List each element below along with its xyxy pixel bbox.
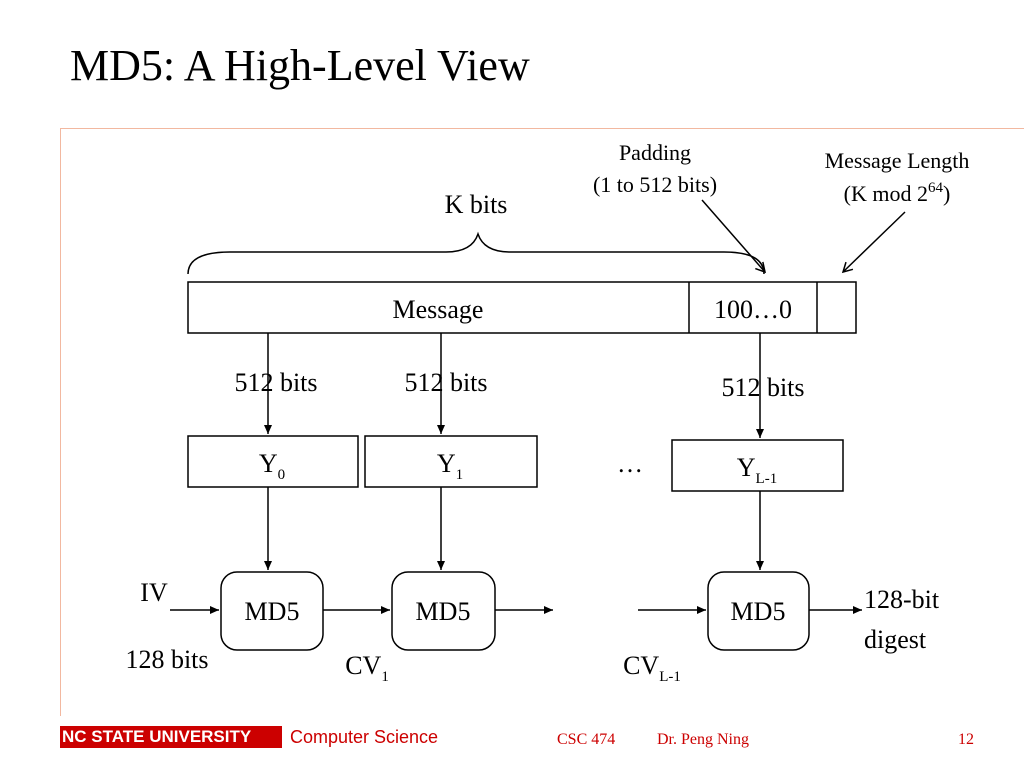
md5-box-0 [220,571,324,651]
k-bits-label: K bits [445,190,508,219]
digest-label-line2: digest [864,625,927,654]
cv1-label: CV1 [345,651,389,685]
message-length-formula: (K mod 264) [844,180,951,206]
block-last-size-label: 512 bits [721,373,804,402]
message-length-label: Message Length [825,148,970,173]
block-y0-label: Y0 [259,449,285,483]
top-divider [60,128,1024,129]
md5-box-last [707,571,810,651]
author-label: Dr. Peng Ning [657,731,749,748]
block-1-size-label: 512 bits [404,368,487,397]
block-y0 [187,435,359,488]
padding-label: Padding [619,140,691,165]
department-label: Computer Science [290,727,439,747]
digest-label-line1: 128-bit [864,585,940,614]
course-label: CSC 474 [557,731,616,748]
md5-box-1 [391,571,496,651]
iv-label: IV [140,578,168,607]
left-divider [60,128,61,716]
block-0-size-label: 512 bits [234,368,317,397]
blocks-ellipsis: … [617,449,643,478]
message-bar [187,281,857,334]
padding-range-label: (1 to 512 bits) [593,172,717,197]
k-bits-brace [187,231,765,275]
university-logo: NC STATE UNIVERSITY [60,726,282,748]
block-ylast [671,439,844,492]
padding-field-label: 100…0 [714,295,792,324]
md5-box-last-label: MD5 [731,597,786,626]
block-ylast-label: YL-1 [737,453,777,487]
block-y1-label: Y1 [437,449,463,483]
iv-size-label: 128 bits [125,645,208,674]
block-y1 [364,435,538,488]
page-number: 12 [958,731,974,748]
slide-title: MD5: A High-Level View [70,41,530,90]
length-pointer-arrow [841,211,906,274]
cvlast-label: CVL-1 [623,651,681,685]
md5-box-1-label: MD5 [416,597,471,626]
md5-box-0-label: MD5 [245,597,300,626]
message-field-label: Message [393,295,484,324]
padding-pointer-arrow [701,199,767,274]
